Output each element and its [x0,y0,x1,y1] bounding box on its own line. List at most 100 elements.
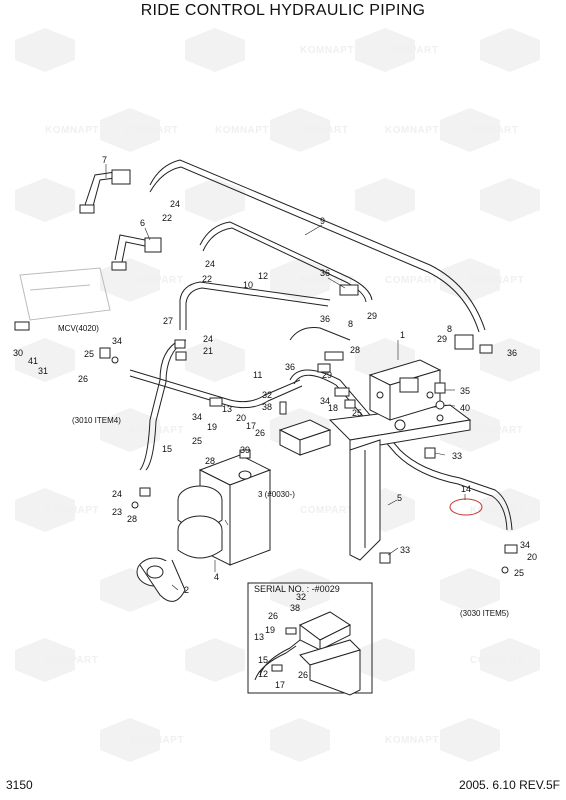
callout-27: 27 [163,316,173,326]
callout-5: 5 [397,493,402,503]
watermark-text: KOMNAPT [45,505,99,516]
callout-23: 23 [112,507,122,517]
callout-36: 36 [320,314,330,324]
accumulator-assembly-4 [177,454,272,566]
serial-inset: SERIAL NO. : -#0029 32 38 26 19 13 15 12… [247,582,373,696]
inset-title: SERIAL NO. : -#0029 [254,584,340,594]
callout-13: 13 [222,404,232,414]
callout-2: 2 [184,585,189,595]
callout-29: 29 [367,311,377,321]
watermark-text: KOMNAPT [45,125,99,136]
callout-20: 20 [527,552,537,562]
callout-33: 33 [400,545,410,555]
watermark-text: KOMNAPT [385,735,439,746]
watermark-text: COMPART [130,275,183,286]
mcv-outline [19,267,111,321]
valve-block-1 [368,359,442,421]
callout-25: 25 [514,568,524,578]
callout-10: 10 [243,280,253,290]
ref-3030: (3030 ITEM5) [460,609,509,618]
callout-28: 28 [350,345,360,355]
pipe-14 [289,369,513,531]
callout-22: 22 [202,274,212,284]
callout-15: 15 [162,444,172,454]
callout-18: 18 [328,403,338,413]
callout-12: 12 [258,271,268,281]
filter-2 [136,557,186,602]
ref-3010: (3010 ITEM4) [72,416,121,425]
callout-36: 36 [320,268,330,278]
watermark-text: COMPART [300,505,353,516]
watermark-text: KOMNAPT [130,735,184,746]
callout-34: 34 [192,412,202,422]
highlight-ellipse [449,498,483,516]
callout-26: 26 [78,374,88,384]
callout-31: 31 [38,366,48,376]
fittings-6-7 [79,169,162,271]
revision-date: 2005. 6.10 REV.5F [459,778,560,792]
watermark-text: COMPART [465,125,518,136]
callout-22: 22 [162,213,172,223]
watermark-text: KOMNAPT [300,45,354,56]
callout-24: 24 [170,199,180,209]
callout-38: 38 [262,402,272,412]
callout-25: 25 [84,349,94,359]
watermark-text: KOMNAPT [470,505,524,516]
callout-14: 14 [461,484,471,494]
watermark-text: KOMNAPT [130,425,184,436]
watermark-text: COMPART [470,425,523,436]
callout-8: 8 [348,319,353,329]
callout-19: 19 [265,625,275,635]
upper-pipe-9 [149,159,486,333]
callout-34: 34 [112,336,122,346]
callout-41: 41 [28,356,38,366]
ref-serial-3: 3 (#0030-) [258,490,295,499]
diagram-title: RIDE CONTROL HYDRAULIC PIPING [140,2,426,19]
callout-17: 17 [246,421,256,431]
callout-7: 7 [102,155,107,165]
callout-24: 24 [205,259,215,269]
callout-26: 26 [268,611,278,621]
watermark-text: KOMNAPT [215,125,269,136]
callout-29: 29 [437,334,447,344]
valve-3 [278,419,332,456]
watermark-text: COMPART [45,655,98,666]
ref-mcv: MCV(4020) [58,324,99,333]
callout-9: 9 [320,216,325,226]
watermark-text: KOMNAPT [470,275,524,286]
callout-20: 20 [236,413,246,423]
callout-36: 36 [285,362,295,372]
hose-15 [139,339,187,471]
watermark-text: KOMNAPT [385,125,439,136]
callout-26: 26 [255,428,265,438]
callout-11: 11 [253,370,262,380]
callout-29: 29 [322,370,332,380]
callout-13: 13 [254,632,264,642]
callout-34: 34 [320,396,330,406]
pipe-10-11-12 [129,281,351,409]
callout-32: 32 [262,390,272,400]
watermark-text: COMPART [470,655,523,666]
bracket-frame-5 [328,404,472,561]
callout-1: 1 [400,330,405,340]
callout-numbers: 7 6 24 22 24 22 9 12 10 36 29 8 36 1 8 2… [13,155,537,618]
callout-6: 6 [140,218,145,228]
callout-40: 40 [460,403,470,413]
callout-28: 28 [127,514,137,524]
watermark-text: COMPART [295,125,348,136]
callout-17: 17 [275,680,285,690]
callout-19: 19 [207,422,217,432]
callout-4: 4 [214,572,219,582]
watermark-text: COMPART [385,45,438,56]
callout-35: 35 [460,386,470,396]
callout-36: 36 [507,348,517,358]
page-number: 3150 [6,778,33,792]
callout-24: 24 [203,334,213,344]
callout-28: 28 [205,456,215,466]
callout-34: 34 [520,540,530,550]
small-fittings [14,284,518,574]
callout-25: 25 [192,436,202,446]
callout-30: 30 [13,348,23,358]
